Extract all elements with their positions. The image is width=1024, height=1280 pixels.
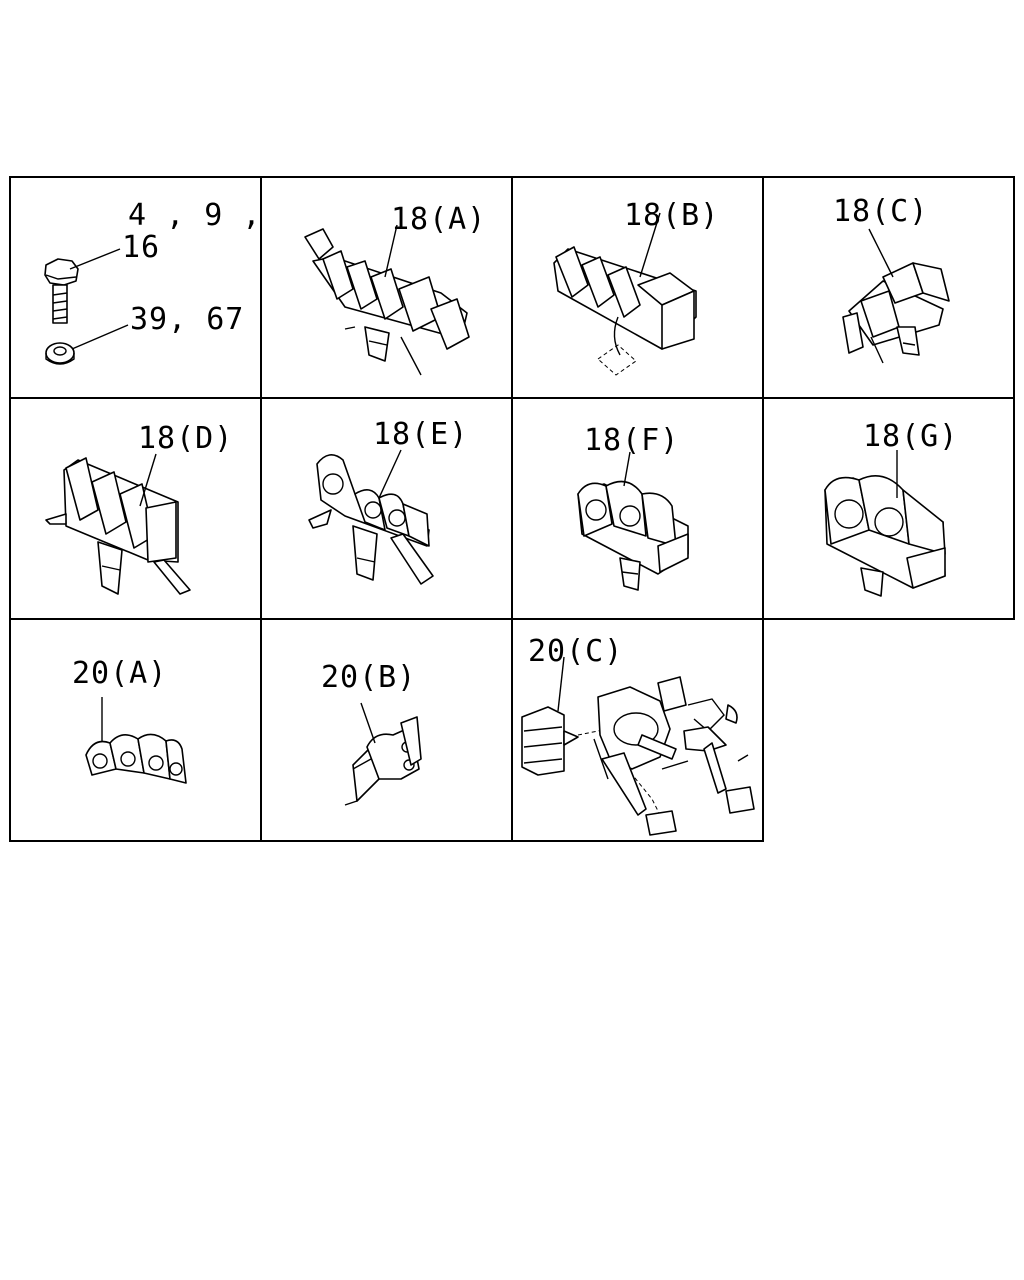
label-18c: 18(C) [833, 194, 929, 229]
clip-18d-drawing [45, 453, 191, 595]
label-18g: 18(G) [863, 419, 959, 454]
label-18d: 18(D) [138, 421, 234, 456]
cell-18d: 18(D) [10, 398, 261, 619]
clip-18c-drawing [842, 228, 950, 364]
cell-18a: 18(A) [261, 177, 512, 398]
label-18e: 18(E) [373, 417, 469, 452]
label-part-numbers-top: 4 , 9 , [128, 198, 262, 233]
label-18a: 18(A) [391, 202, 487, 237]
cell-18e: 18(E) [261, 398, 512, 619]
cell-18g: 18(G) [763, 398, 1014, 619]
label-20a: 20(A) [72, 656, 168, 691]
clip-18e-drawing [308, 449, 434, 585]
cell-bolt-nut: 4 , 9 , 16 39, 67 [10, 177, 261, 398]
label-part-16: 16 [122, 230, 161, 265]
label-20c: 20(C) [528, 634, 624, 669]
cell-20a: 20(A) [10, 619, 261, 841]
label-18f: 18(F) [584, 423, 680, 458]
clip-18b-drawing [553, 212, 697, 376]
clip-18f-drawing [577, 451, 689, 591]
clip-18g-drawing [824, 450, 946, 597]
label-part-39-67: 39, 67 [130, 302, 245, 337]
clip-20c-drawing [521, 656, 755, 836]
cell-18f: 18(F) [512, 398, 763, 619]
cell-20c: 20(C) [512, 619, 763, 841]
label-20b: 20(B) [321, 660, 417, 695]
clip-18a-drawing [304, 224, 470, 376]
label-18b: 18(B) [624, 198, 720, 233]
clip-20b-drawing [344, 702, 422, 806]
bolt-nut-drawing [44, 248, 129, 365]
clip-20a-drawing [85, 697, 187, 784]
cell-18b: 18(B) [512, 177, 763, 398]
cell-18c: 18(C) [763, 177, 1014, 398]
cell-20b: 20(B) [261, 619, 512, 841]
